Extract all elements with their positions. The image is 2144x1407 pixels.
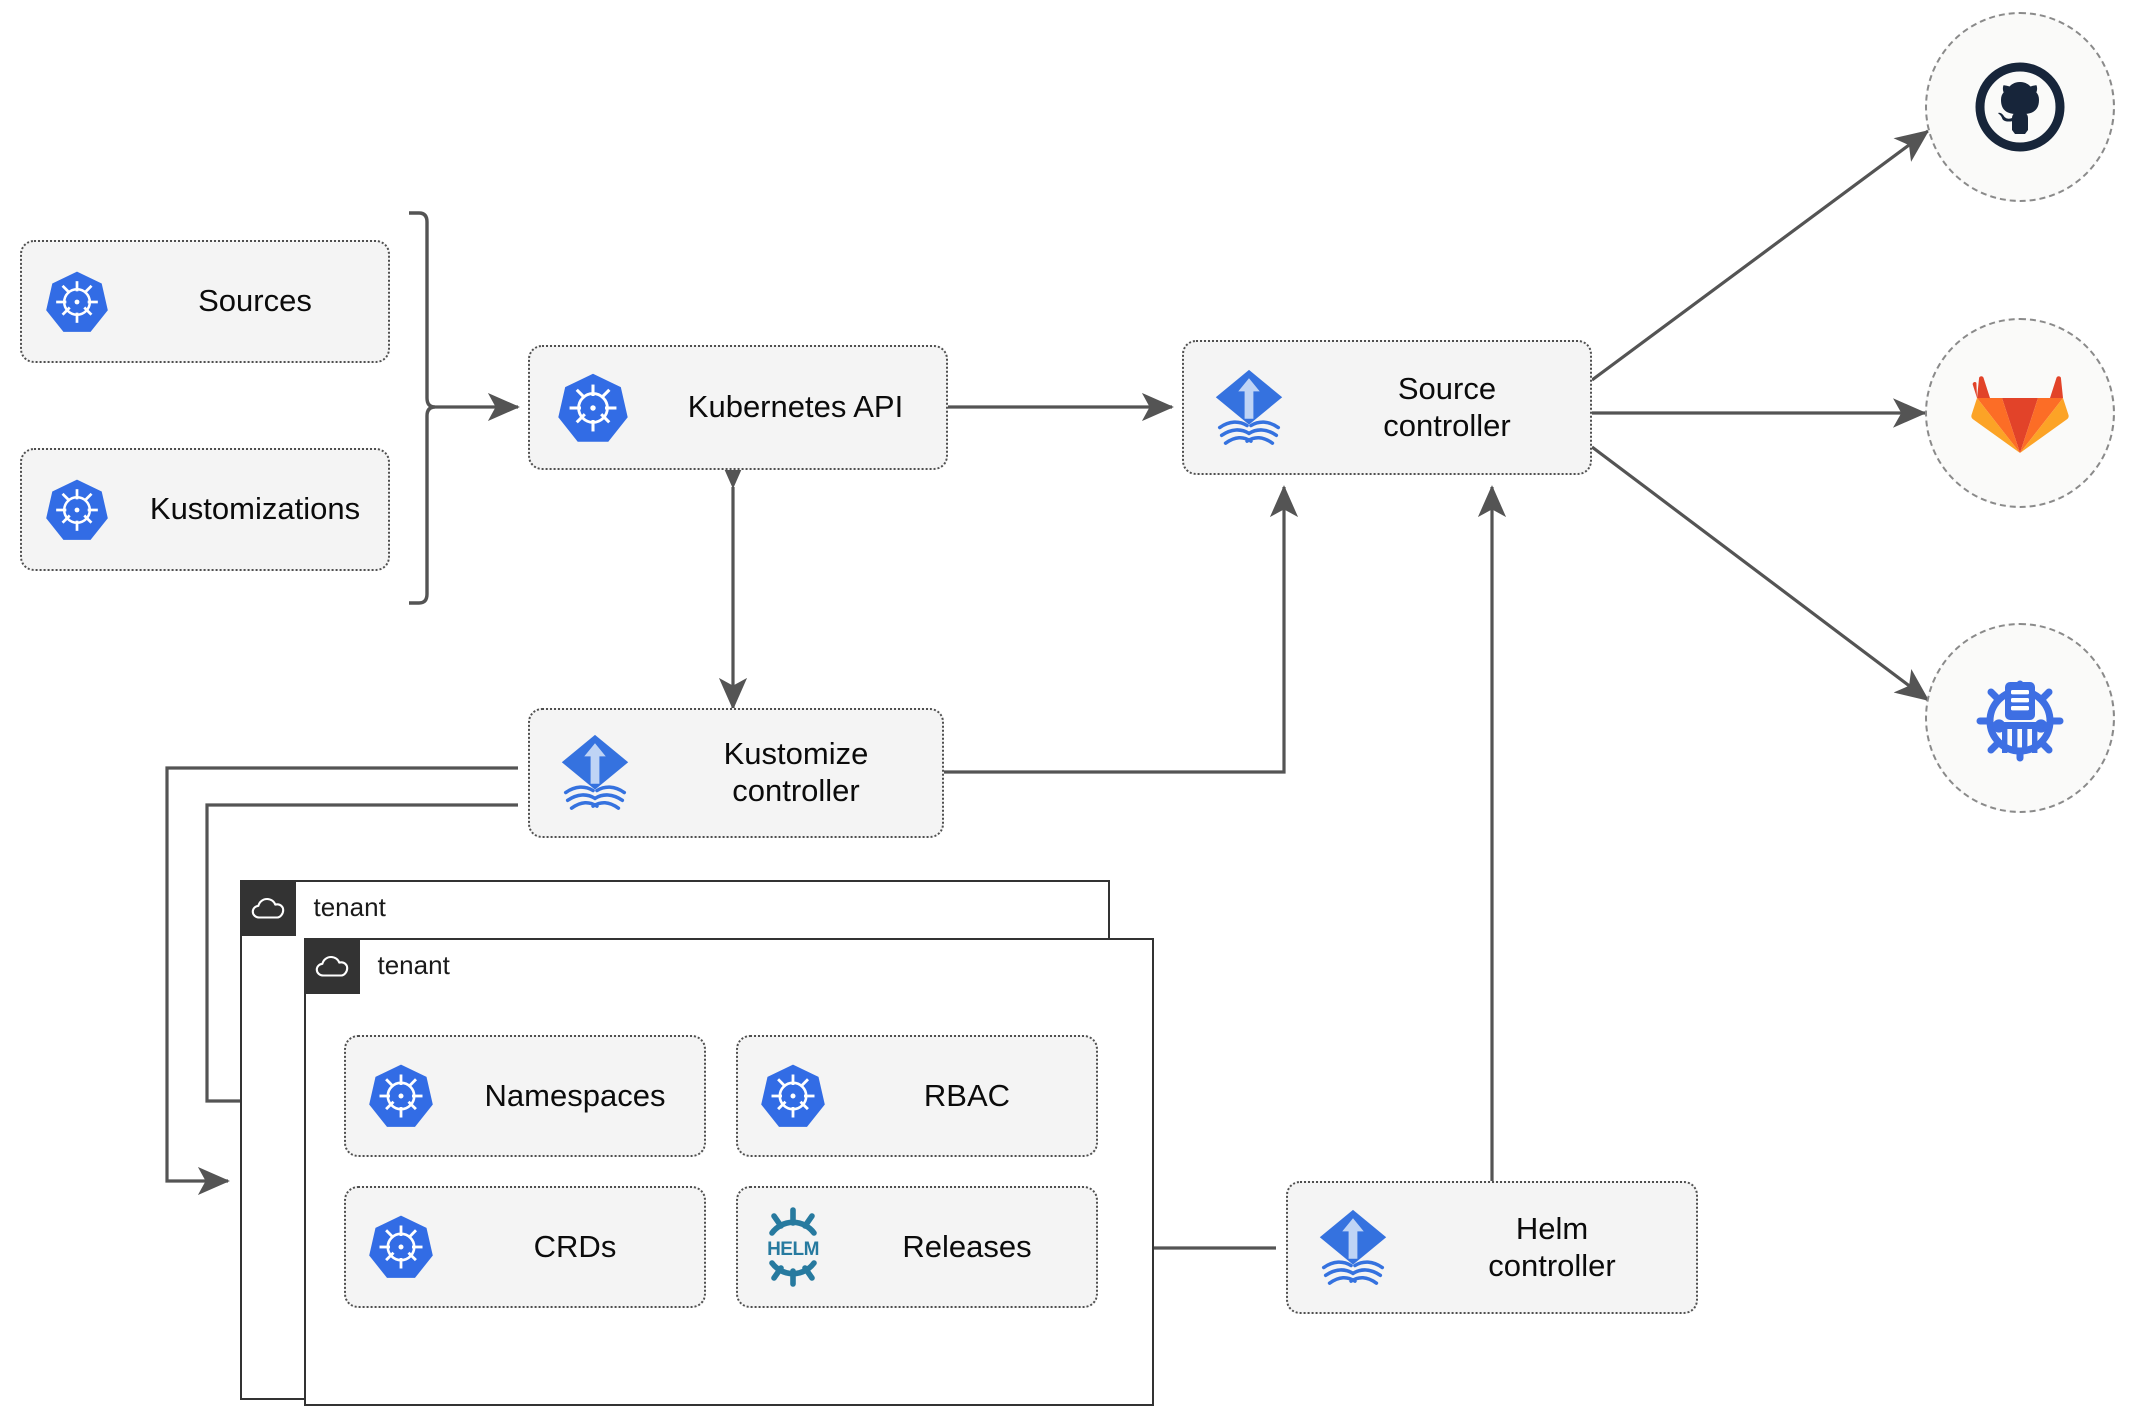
kubernetes-icon (530, 372, 655, 444)
node-helm-controller-label: Helm controller (1488, 1210, 1616, 1283)
kubernetes-icon (346, 1063, 456, 1129)
tenant-front-label: tenant (377, 950, 450, 980)
node-source-controller-label: Source controller (1383, 370, 1511, 443)
group-bracket (409, 211, 436, 605)
node-kubernetes-api-label: Kubernetes API (687, 389, 904, 425)
node-namespaces-label: Namespaces (484, 1077, 666, 1113)
edge-source-bucket (1591, 445, 1930, 702)
edge-source-github (1591, 129, 1930, 382)
node-crds-label: CRDs (533, 1228, 617, 1264)
node-kustomize-controller-label: Kustomize controller (723, 736, 869, 808)
node-kustomizations[interactable]: Kustomizations (20, 448, 390, 571)
kubernetes-icon (738, 1063, 848, 1129)
node-source-controller[interactable]: Source controller (1182, 340, 1592, 475)
kubernetes-icon (22, 478, 132, 542)
edge-kustomize-source (944, 485, 1299, 774)
provider-bucket[interactable] (1925, 623, 2115, 813)
tenant-back-label: tenant (313, 892, 386, 922)
bucket-icon (1976, 680, 2064, 762)
svg-text:HELM: HELM (767, 1239, 819, 1260)
cloud-icon (239, 879, 296, 936)
node-kubernetes-api[interactable]: Kubernetes API (528, 345, 948, 470)
cloud-icon (303, 937, 360, 994)
node-sources-label: Sources (198, 283, 312, 319)
node-helm-controller[interactable]: Helm controller (1286, 1181, 1698, 1314)
flux-icon (1288, 1205, 1418, 1291)
provider-github[interactable] (1925, 12, 2115, 202)
gitlab-icon (1971, 376, 2069, 453)
node-kustomizations-label: Kustomizations (149, 491, 361, 527)
tenant-back-header: tenant (239, 879, 386, 936)
node-crds[interactable]: CRDs (344, 1186, 706, 1308)
kubernetes-icon (346, 1214, 456, 1280)
flux-icon (530, 730, 660, 816)
tenant-container-front: tenant (303, 937, 1154, 1406)
provider-gitlab[interactable] (1925, 318, 2115, 508)
tenant-front-header: tenant (303, 937, 450, 994)
node-rbac-label: RBAC (923, 1077, 1011, 1113)
flux-icon (1184, 365, 1314, 451)
github-icon (1975, 62, 2065, 152)
kubernetes-icon (22, 270, 132, 334)
node-releases-label: Releases (902, 1228, 1032, 1264)
node-namespaces[interactable]: Namespaces (344, 1035, 706, 1157)
helm-icon: HELM (738, 1207, 848, 1287)
node-rbac[interactable]: RBAC (736, 1035, 1098, 1157)
node-kustomize-controller[interactable]: Kustomize controller (528, 708, 944, 838)
node-releases[interactable]: HELM Releases (736, 1186, 1098, 1308)
node-sources[interactable]: Sources (20, 240, 390, 363)
